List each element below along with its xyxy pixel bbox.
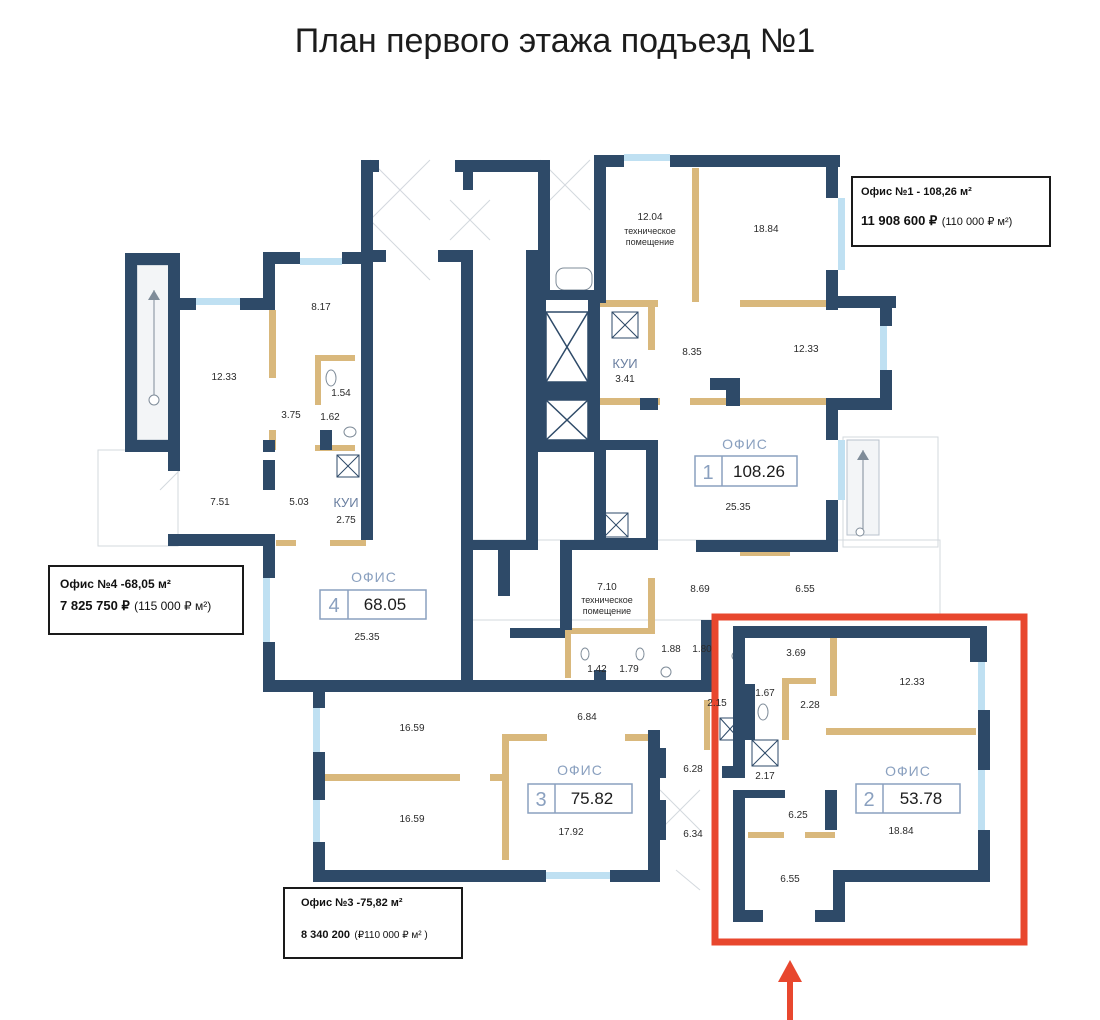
office-number: 4 (328, 595, 339, 617)
elevators (545, 311, 589, 441)
stairs-right (846, 439, 880, 537)
room-area: 6.55 (795, 584, 815, 595)
office-area: 108.26 (733, 462, 785, 481)
room-area: 7.10 (597, 582, 617, 593)
room-area: 1.54 (331, 388, 351, 399)
office-word: ОФИС (722, 436, 768, 452)
room-area: 8.69 (690, 584, 710, 595)
office-badge-4: ОФИС 4 68.05 (319, 569, 427, 620)
room-area: 5.03 (289, 497, 309, 508)
room-area: 6.84 (577, 712, 597, 723)
office-1-info: Офис №1 - 108,26 м² 11 908 600 ₽ (110 00… (851, 176, 1051, 247)
room-area: 3.69 (786, 648, 806, 659)
page-title: План первого этажа подъезд №1 (294, 22, 816, 60)
office-word: ОФИС (557, 762, 603, 778)
room-area: 6.34 (683, 829, 703, 840)
office-badge-1: ОФИС 1 108.26 (694, 436, 798, 487)
room-area: 2.28 (800, 700, 820, 711)
office-3-info: Офис №3 -75,82 м² 8 340 200 (₽110 000 ₽ … (283, 887, 463, 959)
office-4-price: 7 825 750 ₽ (60, 598, 130, 613)
room-area: 3.41 (615, 374, 635, 385)
room-area: 25.35 (725, 502, 750, 513)
office-1-price-line: 11 908 600 ₽ (110 000 ₽ м²) (861, 212, 1041, 230)
kui-label: КУИ (333, 495, 358, 510)
room-area: 1.80 (692, 644, 712, 655)
room-area: 7.51 (210, 497, 230, 508)
office-3-rate: (₽110 000 ₽ м² ) (354, 930, 428, 941)
room-area: 12.04 (637, 212, 662, 223)
office-badge-2: ОФИС 2 53.78 (855, 763, 961, 814)
room-area: 1.62 (320, 412, 340, 423)
room-area: 6.28 (683, 764, 703, 775)
room-note: помещение (583, 606, 631, 616)
room-area: 1.42 (587, 664, 607, 675)
office-number: 3 (535, 789, 546, 811)
room-area: 8.35 (682, 347, 702, 358)
office-1-price: 11 908 600 ₽ (861, 213, 938, 228)
office-4-price-line: 7 825 750 ₽ (115 000 ₽ м²) (60, 597, 232, 615)
room-area: 16.59 (399, 814, 424, 825)
room-labels: 12.04 техническое помещение 18.84 8.35 1… (210, 212, 925, 885)
office-4-info: Офис №4 -68,05 м² 7 825 750 ₽ (115 000 ₽… (48, 565, 244, 635)
highlight-frame (711, 613, 1028, 946)
room-area: 12.33 (899, 677, 924, 688)
office-3-title: Офис №3 -75,82 м² (301, 897, 403, 909)
office-1-rate: (110 000 ₽ м²) (941, 216, 1013, 228)
room-area: 12.33 (211, 372, 236, 383)
room-area: 8.17 (311, 302, 331, 313)
room-note: техническое (624, 226, 676, 236)
office-badge-3: ОФИС 3 75.82 (527, 762, 633, 814)
office-4-title: Офис №4 -68,05 м² (60, 577, 171, 591)
office-word: ОФИС (351, 569, 397, 585)
room-area: 1.67 (755, 688, 775, 699)
room-area: 2.17 (755, 771, 775, 782)
room-area: 6.55 (780, 874, 800, 885)
arrow-up-icon (778, 960, 802, 1020)
office-1-title: Офис №1 - 108,26 м² (861, 186, 972, 198)
office-number: 2 (863, 789, 874, 811)
room-area: 16.59 (399, 723, 424, 734)
room-note: техническое (581, 595, 633, 605)
room-area: 6.25 (788, 810, 808, 821)
office-area: 75.82 (571, 789, 614, 808)
office-4-rate: (115 000 ₽ м²) (134, 599, 212, 613)
room-area: 18.84 (753, 224, 778, 235)
office-number: 1 (702, 462, 713, 484)
room-area: 2.15 (707, 698, 727, 709)
room-area: 1.79 (619, 664, 639, 675)
walls (125, 155, 990, 922)
room-area: 17.92 (558, 827, 583, 838)
partitions (269, 168, 976, 860)
office-area: 53.78 (900, 789, 943, 808)
room-note: помещение (626, 237, 674, 247)
outline-lines (97, 159, 941, 891)
windows (196, 154, 985, 879)
office-3-price-line: 8 340 200 (₽110 000 ₽ м² ) (301, 925, 445, 943)
office-area: 68.05 (364, 595, 407, 614)
stairs-left (136, 264, 173, 441)
office-word: ОФИС (885, 763, 931, 779)
room-area: 25.35 (354, 632, 379, 643)
office-3-price: 8 340 200 (301, 929, 350, 941)
room-area: 2.75 (336, 515, 356, 526)
room-area: 3.75 (281, 410, 301, 421)
room-area: 18.84 (888, 826, 913, 837)
room-area: 12.33 (793, 344, 818, 355)
room-area: 1.88 (661, 644, 681, 655)
kui-label: КУИ (612, 356, 637, 371)
